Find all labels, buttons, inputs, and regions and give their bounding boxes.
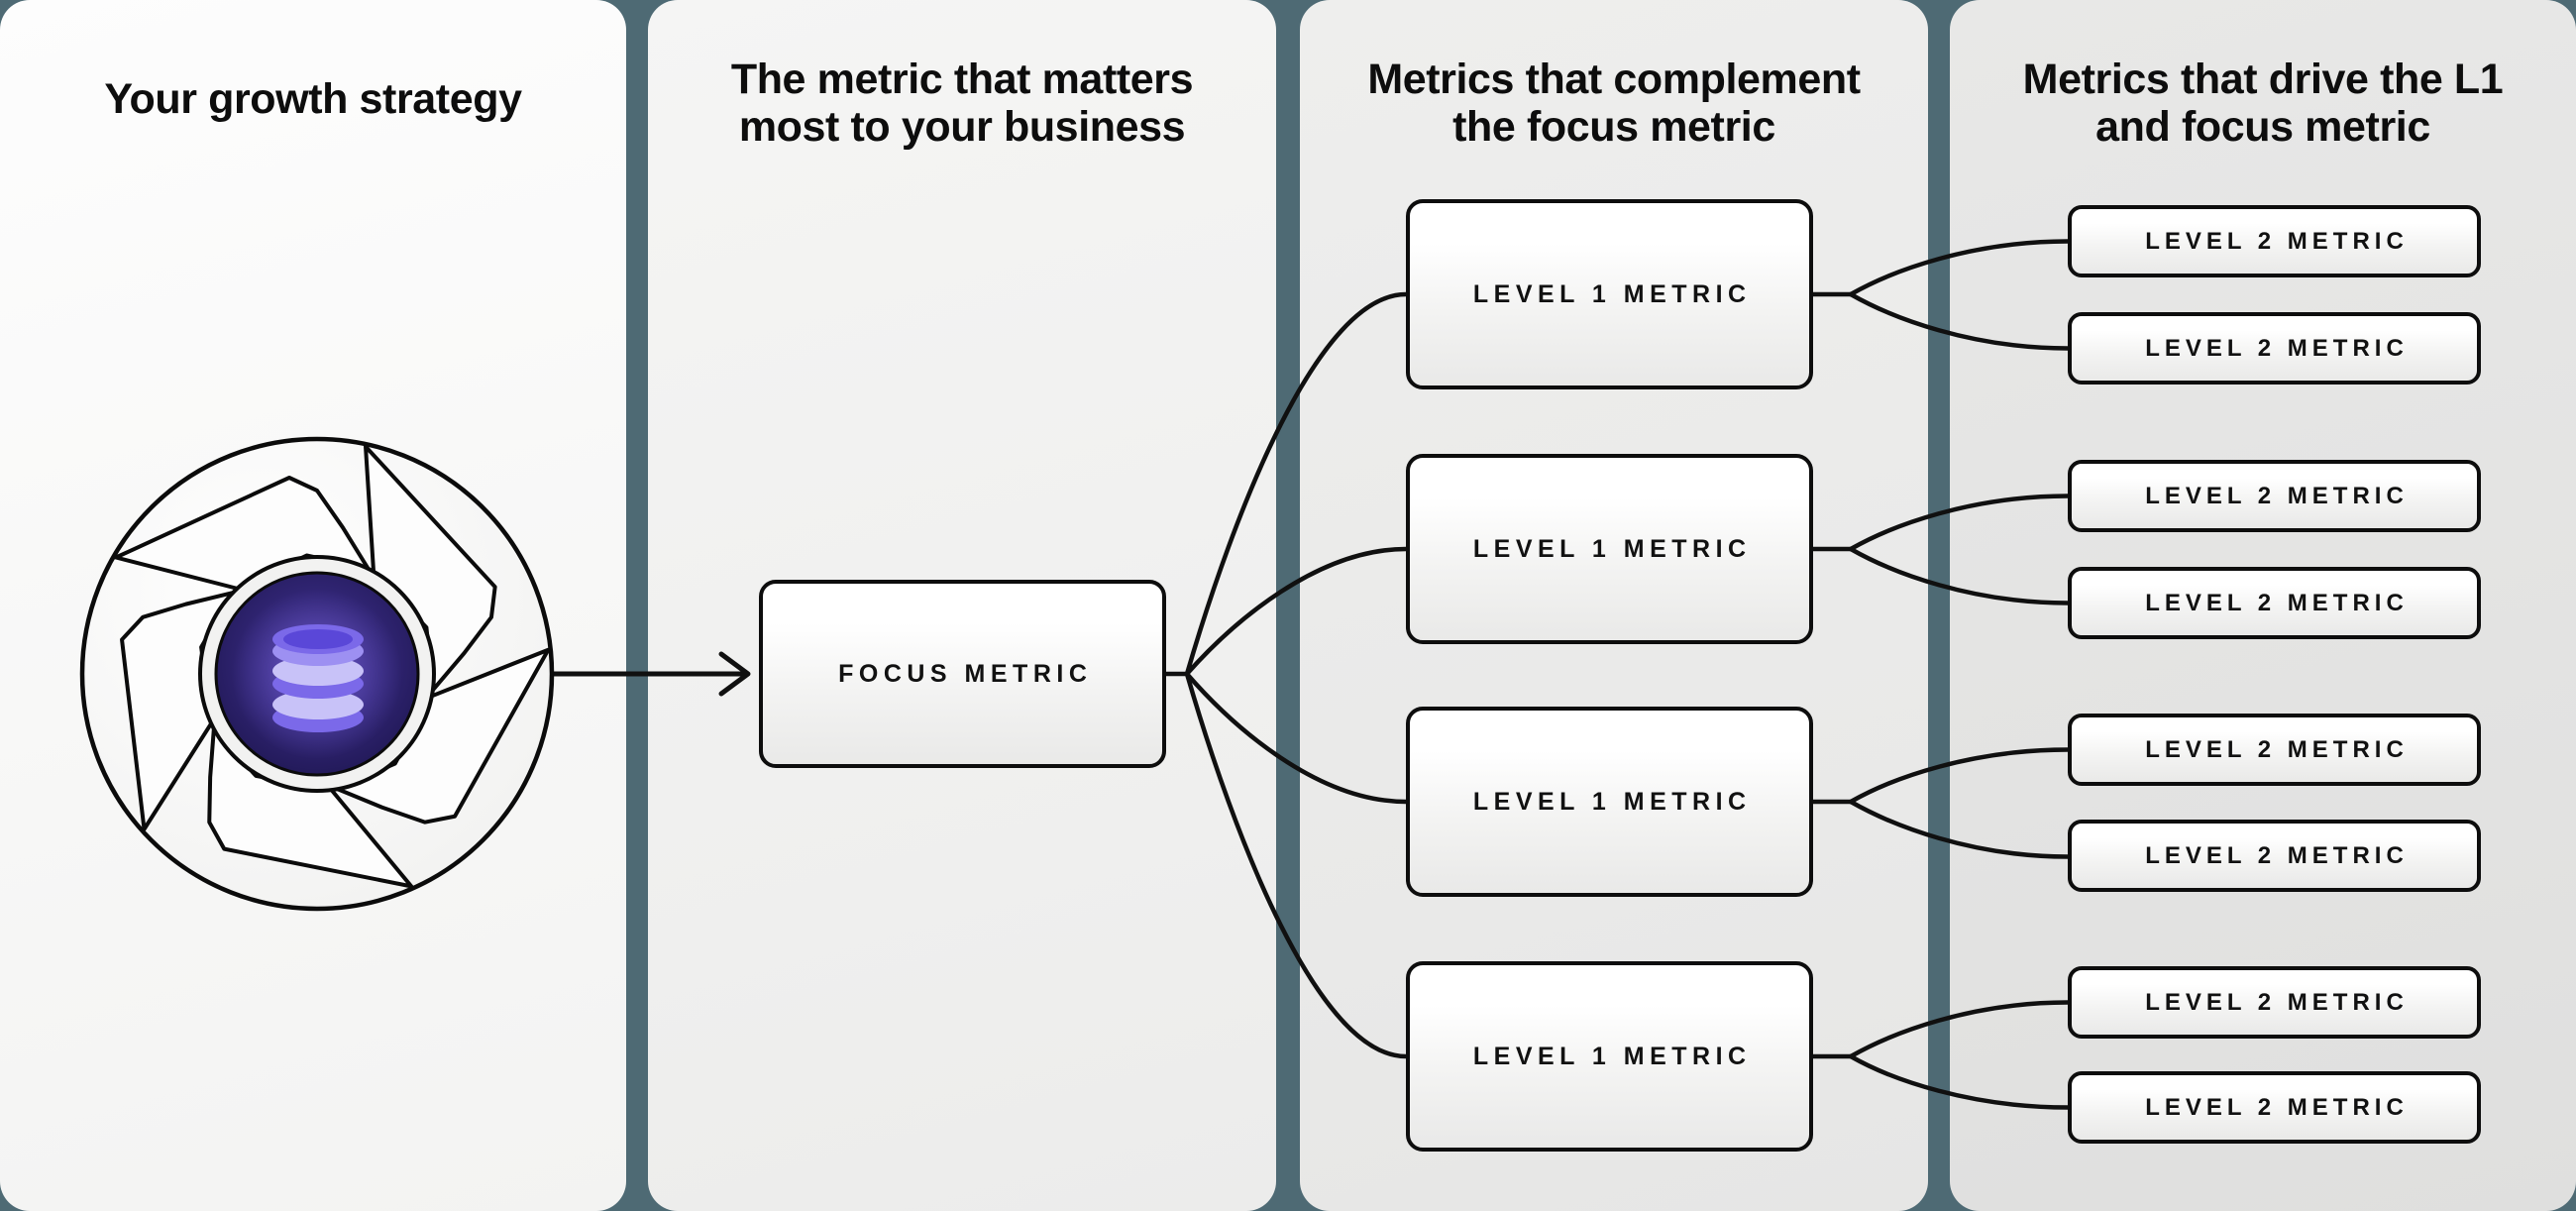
connector-curve bbox=[1848, 291, 2071, 351]
level2-metric-node: LEVEL 2 METRIC bbox=[2068, 1071, 2481, 1144]
connector-curve bbox=[1184, 671, 1409, 805]
level2-metric-node: LEVEL 2 METRIC bbox=[2068, 312, 2481, 385]
panel-title-level1: Metrics that complement the focus metric bbox=[1300, 55, 1928, 151]
level2-metric-node: LEVEL 2 METRIC bbox=[2068, 205, 2481, 277]
level2-metric-node: LEVEL 2 METRIC bbox=[2068, 567, 2481, 639]
level1-metric-node: LEVEL 1 METRIC bbox=[1406, 454, 1813, 644]
focus-to-level1-connectors bbox=[1163, 291, 1409, 1059]
level1-metric-node: LEVEL 1 METRIC bbox=[1406, 199, 1813, 389]
connector-curve bbox=[1848, 494, 2071, 552]
database-stack-icon bbox=[272, 624, 364, 732]
level2-metric-node: LEVEL 2 METRIC bbox=[2068, 460, 2481, 532]
title-line: The metric that matters bbox=[730, 55, 1194, 103]
title-line: the focus metric bbox=[1452, 103, 1775, 151]
right-arrow-icon bbox=[548, 651, 751, 697]
connector-curve bbox=[1184, 291, 1409, 677]
title-line: Metrics that drive the L1 bbox=[2022, 55, 2504, 103]
level2-metric-node: LEVEL 2 METRIC bbox=[2068, 966, 2481, 1039]
level1-metric-node: LEVEL 1 METRIC bbox=[1406, 707, 1813, 897]
growth-flywheel-icon bbox=[79, 436, 555, 912]
connector-curve bbox=[1848, 546, 2071, 606]
connector-curve bbox=[1848, 799, 2071, 859]
level2-metric-node: LEVEL 2 METRIC bbox=[2068, 820, 2481, 892]
connector-curve bbox=[1184, 671, 1409, 1059]
connector-curve bbox=[1848, 1053, 2071, 1110]
arrow-head bbox=[718, 651, 751, 697]
connector-curve bbox=[1184, 546, 1409, 677]
title-line: most to your business bbox=[738, 103, 1186, 151]
level1-to-level2-connectors bbox=[1810, 239, 2071, 1110]
connector-curve bbox=[1848, 1000, 2071, 1059]
focus-metric-node: FOCUS METRIC bbox=[759, 580, 1166, 768]
title-line: Metrics that complement bbox=[1367, 55, 1861, 103]
panel-title-growth-strategy: Your growth strategy bbox=[104, 75, 522, 123]
connector-curve bbox=[1848, 239, 2071, 297]
panel-title-focus-metric: The metric that matters most to your bus… bbox=[648, 55, 1276, 151]
title-line: and focus metric bbox=[2095, 103, 2430, 151]
level2-metric-node: LEVEL 2 METRIC bbox=[2068, 714, 2481, 786]
connector-curve bbox=[1848, 747, 2071, 805]
level1-metric-node: LEVEL 1 METRIC bbox=[1406, 961, 1813, 1152]
panel-title-level2: Metrics that drive the L1 and focus metr… bbox=[1950, 55, 2576, 151]
